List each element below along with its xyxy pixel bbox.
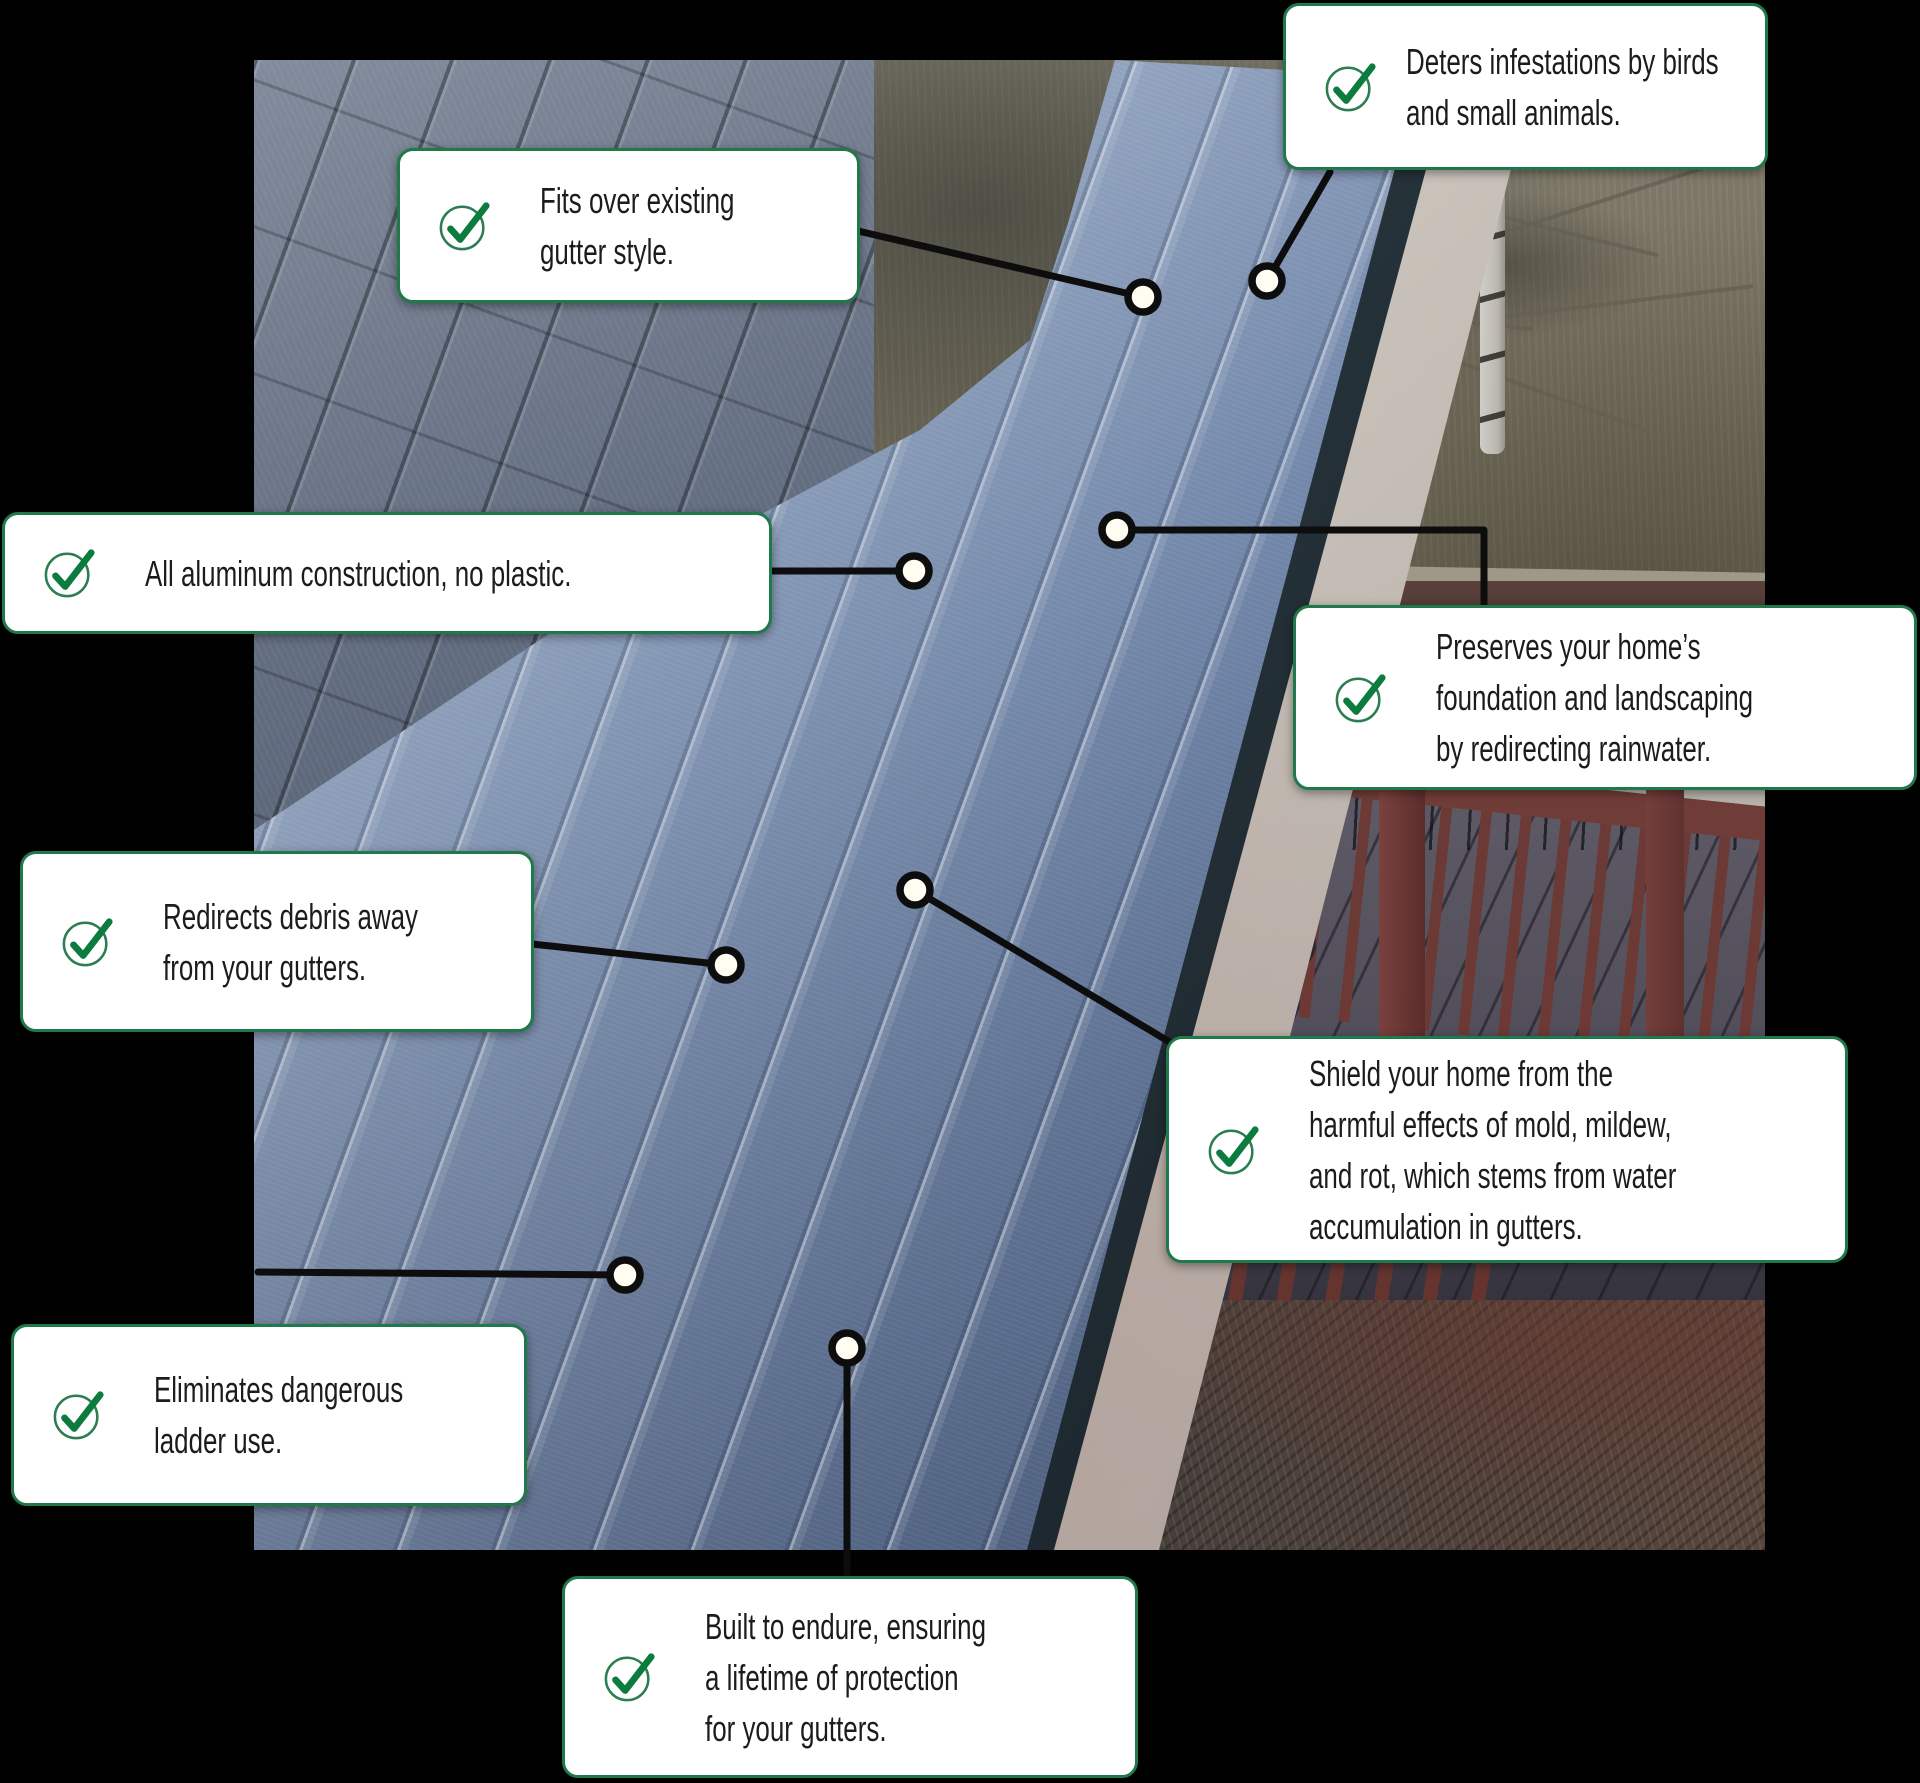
callout-deters-infestations: Deters infestations by birds and small a…: [1283, 3, 1768, 170]
callout-shield-mold: Shield your home from the harmful effect…: [1166, 1036, 1848, 1263]
check-circle-icon: [604, 1653, 655, 1702]
photo-color-cast: [254, 60, 1765, 1550]
callout-label: Deters infestations by birds and small a…: [1406, 40, 1719, 133]
check-circle-icon: [1335, 673, 1386, 722]
callout-built-to-endure: Built to endure, ensuring a lifetime of …: [562, 1576, 1138, 1778]
check-circle-icon: [62, 917, 113, 966]
callout-eliminates-ladder: Eliminates dangerous ladder use.: [11, 1324, 527, 1506]
callout-label: Shield your home from the harmful effect…: [1309, 1052, 1677, 1247]
callout-label: All aluminum construction, no plastic.: [145, 552, 572, 594]
callout-redirects-debris: Redirects debris away from your gutters.: [20, 851, 534, 1032]
check-circle-icon: [439, 201, 490, 250]
check-circle-icon: [1325, 62, 1376, 111]
callout-all-aluminum: All aluminum construction, no plastic.: [2, 512, 772, 634]
check-circle-icon: [1208, 1125, 1259, 1174]
callout-label: Preserves your home’s foundation and lan…: [1436, 626, 1754, 769]
callout-label: Eliminates dangerous ladder use.: [154, 1369, 404, 1461]
callout-preserves-foundation: Preserves your home’s foundation and lan…: [1293, 605, 1917, 790]
callout-fits-existing: Fits over existing gutter style.: [397, 148, 860, 303]
callout-label: Fits over existing gutter style.: [540, 179, 735, 272]
callout-label: Redirects debris away from your gutters.: [163, 895, 418, 988]
check-circle-icon: [53, 1391, 104, 1440]
callout-label: Built to endure, ensuring a lifetime of …: [705, 1605, 986, 1749]
check-circle-icon: [44, 549, 95, 598]
